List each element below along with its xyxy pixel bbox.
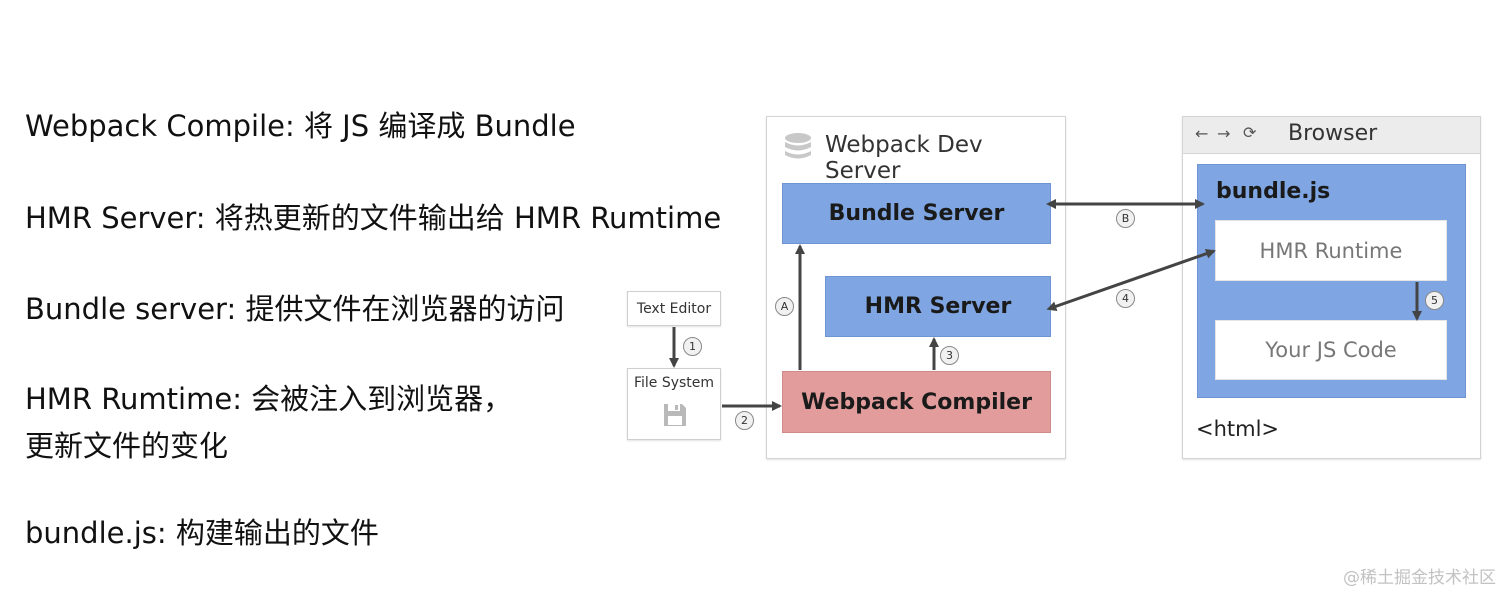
note-bundle-js: bundle.js: 构建输出的文件 (25, 510, 379, 556)
save-icon (664, 404, 686, 426)
step-badge-2: 2 (735, 411, 754, 430)
text-editor-label: Text Editor (636, 300, 712, 317)
step-badge-1: 1 (683, 337, 702, 356)
bundle-js-label: bundle.js (1216, 179, 1331, 204)
note-line: Webpack Compile: 将 JS 编译成 Bundle (25, 109, 576, 143)
browser-titlebar: ← → ⟳ Browser (1183, 117, 1480, 154)
step-badge-b: B (1116, 209, 1135, 228)
note-line: HMR Server: 将热更新的文件输出给 HMR Rumtime (25, 201, 722, 235)
forward-icon: → (1217, 124, 1231, 143)
step-badge-3: 3 (940, 346, 959, 365)
watermark: @稀土掘金技术社区 (1343, 568, 1496, 588)
note-line: HMR Rumtime: 会被注入到浏览器， (25, 382, 513, 416)
step-badge-5: 5 (1425, 291, 1444, 310)
note-bundle-server: Bundle server: 提供文件在浏览器的访问 (25, 286, 564, 332)
note-hmr-server: HMR Server: 将热更新的文件输出给 HMR Rumtime (25, 195, 721, 241)
text-editor-card: Text Editor (627, 291, 721, 326)
back-icon: ← (1195, 124, 1209, 143)
webpack-compiler-box: Webpack Compiler (782, 371, 1051, 433)
hmr-runtime-box: HMR Runtime (1215, 220, 1447, 281)
file-system-card: File System (627, 368, 721, 440)
database-icon (785, 133, 811, 159)
note-line: bundle.js: 构建输出的文件 (25, 516, 379, 550)
browser-title: Browser (1288, 121, 1378, 146)
note-webpack-compile: Webpack Compile: 将 JS 编译成 Bundle (25, 103, 576, 149)
step-badge-a: A (775, 297, 794, 316)
note-line: 更新文件的变化 (25, 429, 229, 463)
bundle-server-box: Bundle Server (782, 183, 1051, 244)
your-js-code-box: Your JS Code (1215, 320, 1447, 380)
dev-server-title: Webpack Dev Server (825, 132, 983, 184)
hmr-server-box: HMR Server (825, 276, 1051, 337)
html-tag-label: <html> (1196, 417, 1280, 441)
note-hmr-runtime: HMR Rumtime: 会被注入到浏览器， 更新文件的变化 (25, 376, 512, 470)
reload-icon: ⟳ (1243, 123, 1257, 142)
step-badge-4: 4 (1116, 289, 1135, 308)
file-system-label: File System (633, 375, 715, 391)
note-line: Bundle server: 提供文件在浏览器的访问 (25, 292, 565, 326)
